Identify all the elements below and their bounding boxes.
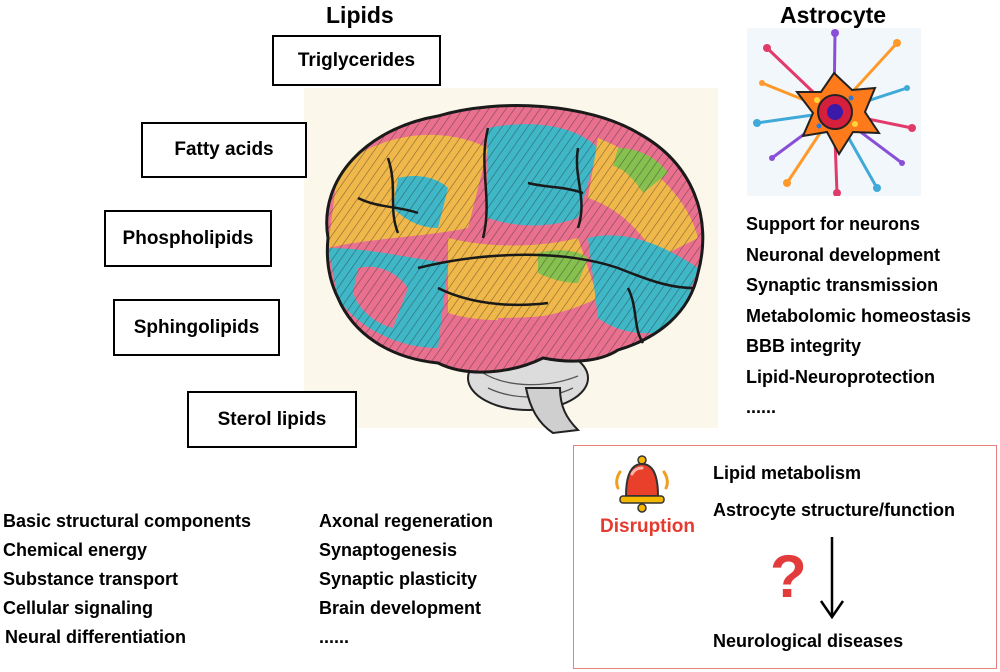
- lipid-box-sterol-lipids: Sterol lipids: [187, 391, 357, 448]
- lipid-box-sphingolipids: Sphingolipids: [113, 299, 280, 356]
- list-item: Substance transport: [3, 569, 179, 589]
- list-item: Cellular signaling: [3, 598, 154, 618]
- list-item: Neuronal development: [746, 244, 941, 265]
- lipid-label-triglycerides: Triglycerides: [297, 49, 416, 71]
- list-item: Synaptogenesis: [319, 540, 458, 560]
- list-item: Support for neurons: [746, 214, 920, 234]
- astrocyte-function-list: Support for neurons Neuronal development…: [746, 214, 971, 428]
- lipid-label-sphingolipids: Sphingolipids: [133, 316, 260, 338]
- disruption-item-lipid-metabolism: Lipid metabolism: [713, 463, 862, 483]
- lipid-label-sterol-lipids: Sterol lipids: [217, 408, 327, 430]
- down-arrow-icon: [819, 537, 845, 620]
- list-item: ......: [319, 627, 350, 647]
- disruption-label: Disruption: [600, 516, 695, 537]
- list-item: Synaptic plasticity: [319, 569, 478, 589]
- outcome-neurological-diseases: Neurological diseases: [713, 631, 904, 651]
- lipid-box-fatty-acids: Fatty acids: [141, 122, 307, 178]
- disruption-item-astrocyte-function: Astrocyte structure/function: [713, 500, 956, 520]
- list-item: Neural differentiation: [5, 627, 187, 647]
- lipid-label-fatty-acids: Fatty acids: [174, 139, 274, 160]
- list-item: ......: [746, 397, 777, 417]
- astrocyte-cell-illustration: [747, 28, 921, 196]
- list-item: Chemical energy: [3, 540, 148, 560]
- list-item: Synaptic transmission: [746, 275, 939, 295]
- lipid-box-phospholipids: Phospholipids: [104, 210, 272, 267]
- list-item: Metabolomic homeostasis: [746, 305, 972, 326]
- lipid-function-list-right: Axonal regeneration Synaptogenesis Synap…: [319, 511, 493, 656]
- lipid-box-triglycerides: Triglycerides: [272, 35, 441, 86]
- list-item: Basic structural components: [3, 511, 252, 531]
- list-item: BBB integrity: [746, 336, 862, 356]
- list-item: Lipid-Neuroprotection: [746, 366, 935, 387]
- question-mark-icon: ?: [770, 543, 807, 610]
- list-item: Axonal regeneration: [319, 511, 494, 531]
- astrocyte-heading: Astrocyte: [780, 2, 887, 28]
- lipids-heading: Lipids: [326, 2, 394, 28]
- lipid-function-list-left: Basic structural components Chemical ene…: [3, 511, 251, 656]
- brain-illustration: [304, 88, 718, 435]
- lipid-label-phospholipids: Phospholipids: [122, 227, 254, 249]
- list-item: Brain development: [319, 598, 482, 618]
- alarm-bell-icon: [615, 455, 669, 513]
